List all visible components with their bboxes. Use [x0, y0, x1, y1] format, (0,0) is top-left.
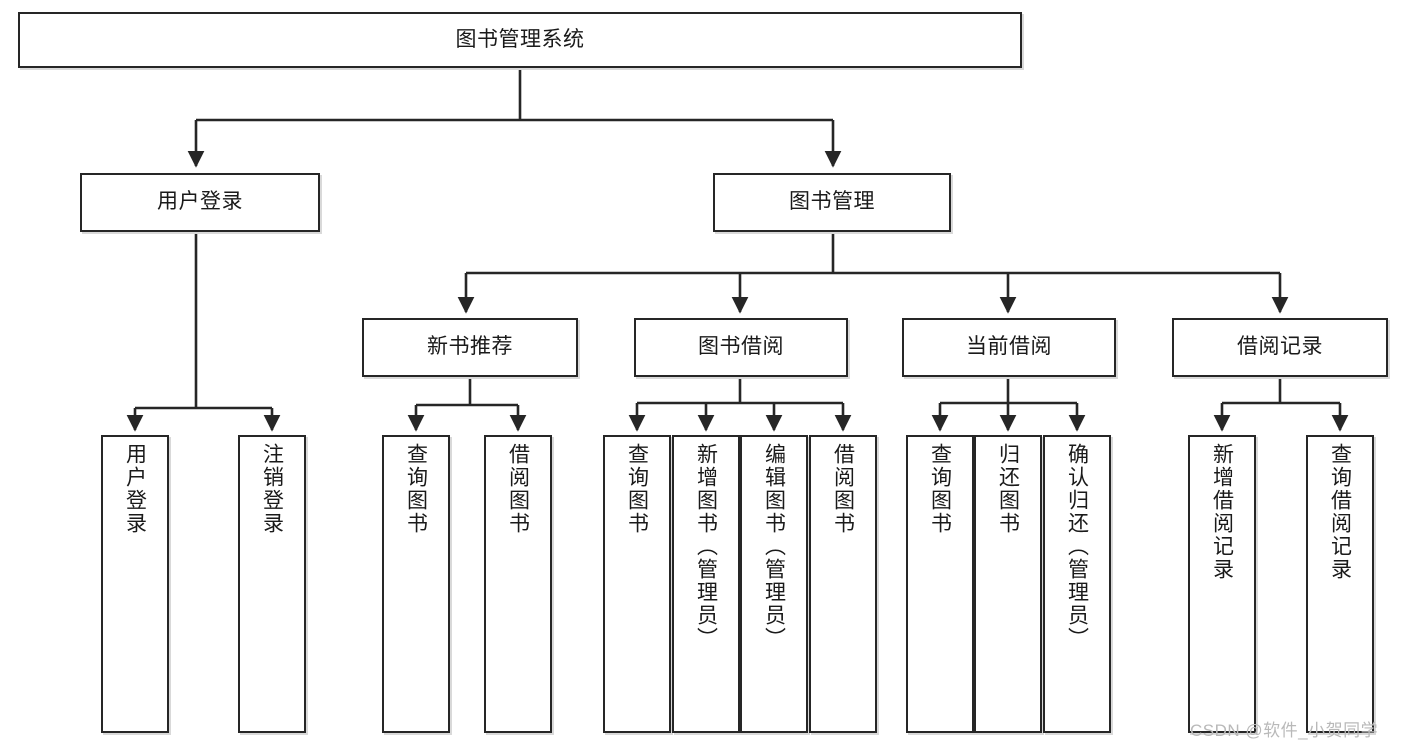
leaf-user-login-logout[interactable]: 注销登录 [238, 435, 306, 733]
node-label: 图书借阅 [698, 335, 784, 359]
node-label: 编辑图书（管理员） [762, 443, 786, 650]
leaf-borrow-add-book-admin[interactable]: 新增图书（管理员） [672, 435, 740, 733]
leaf-current-return-book[interactable]: 归还图书 [974, 435, 1042, 733]
leaf-current-query-book[interactable]: 查询图书 [906, 435, 974, 733]
node-label: 查询图书 [404, 443, 428, 535]
leaf-current-confirm-return-admin[interactable]: 确认归还（管理员） [1043, 435, 1111, 733]
node-current-borrow[interactable]: 当前借阅 [902, 318, 1116, 377]
node-user-login[interactable]: 用户登录 [80, 173, 320, 232]
node-label: 用户登录 [123, 443, 147, 535]
node-label: 确认归还（管理员） [1065, 443, 1089, 650]
node-label: 借阅图书 [831, 443, 855, 535]
node-label: 注销登录 [260, 443, 284, 535]
leaf-borrow-query-book[interactable]: 查询图书 [603, 435, 671, 733]
leaf-record-add-borrow-record[interactable]: 新增借阅记录 [1188, 435, 1256, 733]
node-borrow-record[interactable]: 借阅记录 [1172, 318, 1388, 377]
csdn-watermark: CSDN @软件_小贺同学 [1190, 721, 1379, 740]
node-label: 归还图书 [996, 443, 1020, 535]
node-label: 当前借阅 [966, 335, 1052, 359]
node-label: 借阅记录 [1237, 335, 1323, 359]
node-label: 用户登录 [157, 190, 243, 214]
node-label: 新书推荐 [427, 335, 513, 359]
leaf-new-book-query-book[interactable]: 查询图书 [382, 435, 450, 733]
node-new-book-recommend[interactable]: 新书推荐 [362, 318, 578, 377]
node-book-management[interactable]: 图书管理 [713, 173, 951, 232]
node-label: 新增借阅记录 [1210, 443, 1234, 581]
leaf-record-query-borrow-record[interactable]: 查询借阅记录 [1306, 435, 1374, 733]
node-label: 图书管理系统 [455, 27, 585, 51]
node-book-borrow[interactable]: 图书借阅 [634, 318, 848, 377]
leaf-user-login-login[interactable]: 用户登录 [101, 435, 169, 733]
node-label: 查询借阅记录 [1328, 443, 1352, 581]
node-label: 查询图书 [625, 443, 649, 535]
node-label: 借阅图书 [506, 443, 530, 535]
leaf-borrow-borrow-book[interactable]: 借阅图书 [809, 435, 877, 733]
leaf-borrow-edit-book-admin[interactable]: 编辑图书（管理员） [740, 435, 808, 733]
node-label: 图书管理 [789, 190, 875, 214]
node-label: 新增图书（管理员） [694, 443, 718, 650]
leaf-new-book-borrow-book[interactable]: 借阅图书 [484, 435, 552, 733]
node-root-book-management-system[interactable]: 图书管理系统 [18, 12, 1022, 68]
node-label: 查询图书 [928, 443, 952, 535]
